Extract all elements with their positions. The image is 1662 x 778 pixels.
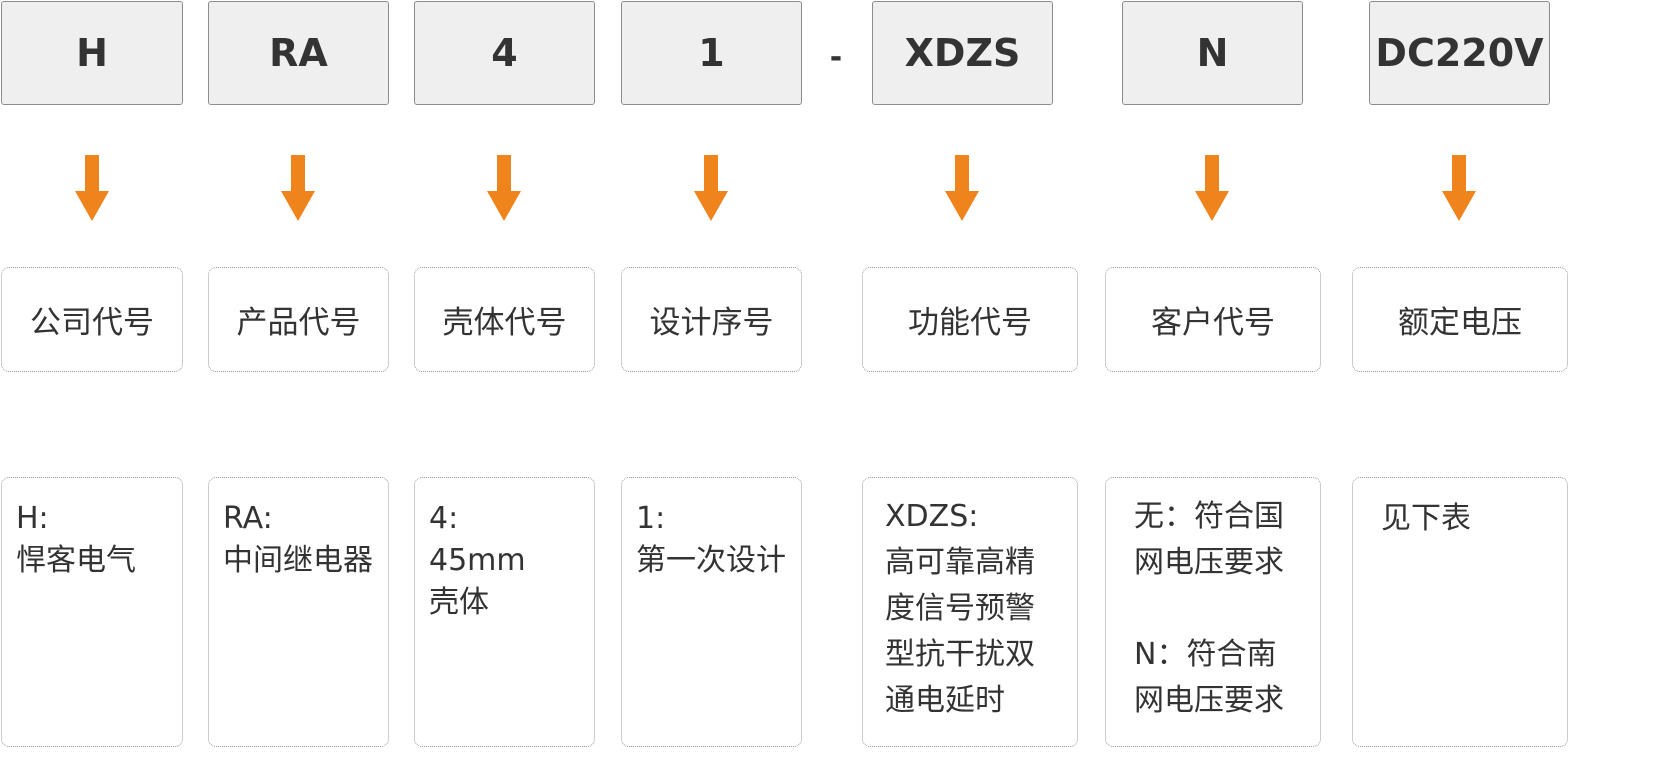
code-box-function: XDZS [872, 1, 1053, 105]
arrow-down-icon [75, 155, 109, 221]
label-design-serial: 设计序号 [621, 267, 802, 372]
desc-housing: 4: 45mm 壳体 [414, 477, 595, 747]
separator-dash: - [829, 40, 843, 75]
arrow-down-icon [1195, 155, 1229, 221]
code-box-company: H [1, 1, 183, 105]
label-product-code: 产品代号 [208, 267, 389, 372]
code-box-customer: N [1122, 1, 1303, 105]
arrow-down-icon [1442, 155, 1476, 221]
desc-company: H: 悍客电气 [1, 477, 183, 747]
code-box-design: 1 [621, 1, 802, 105]
arrow-down-icon [281, 155, 315, 221]
code-box-housing: 4 [414, 1, 595, 105]
arrow-down-icon [694, 155, 728, 221]
arrow-down-icon [945, 155, 979, 221]
desc-function: XDZS: 高可靠高精 度信号预警 型抗干扰双 通电延时 [862, 477, 1078, 747]
desc-design: 1: 第一次设计 [621, 477, 802, 747]
label-function-code: 功能代号 [862, 267, 1078, 372]
code-box-product: RA [208, 1, 389, 105]
label-customer-code: 客户代号 [1105, 267, 1321, 372]
label-company-code: 公司代号 [1, 267, 183, 372]
label-rated-voltage: 额定电压 [1352, 267, 1568, 372]
desc-product: RA: 中间继电器 [208, 477, 389, 747]
label-housing-code: 壳体代号 [414, 267, 595, 372]
desc-customer: 无：符合国 网电压要求 N：符合南 网电压要求 [1105, 477, 1321, 747]
code-box-voltage: DC220V [1369, 1, 1550, 105]
desc-voltage: 见下表 [1352, 477, 1568, 747]
arrow-down-icon [487, 155, 521, 221]
